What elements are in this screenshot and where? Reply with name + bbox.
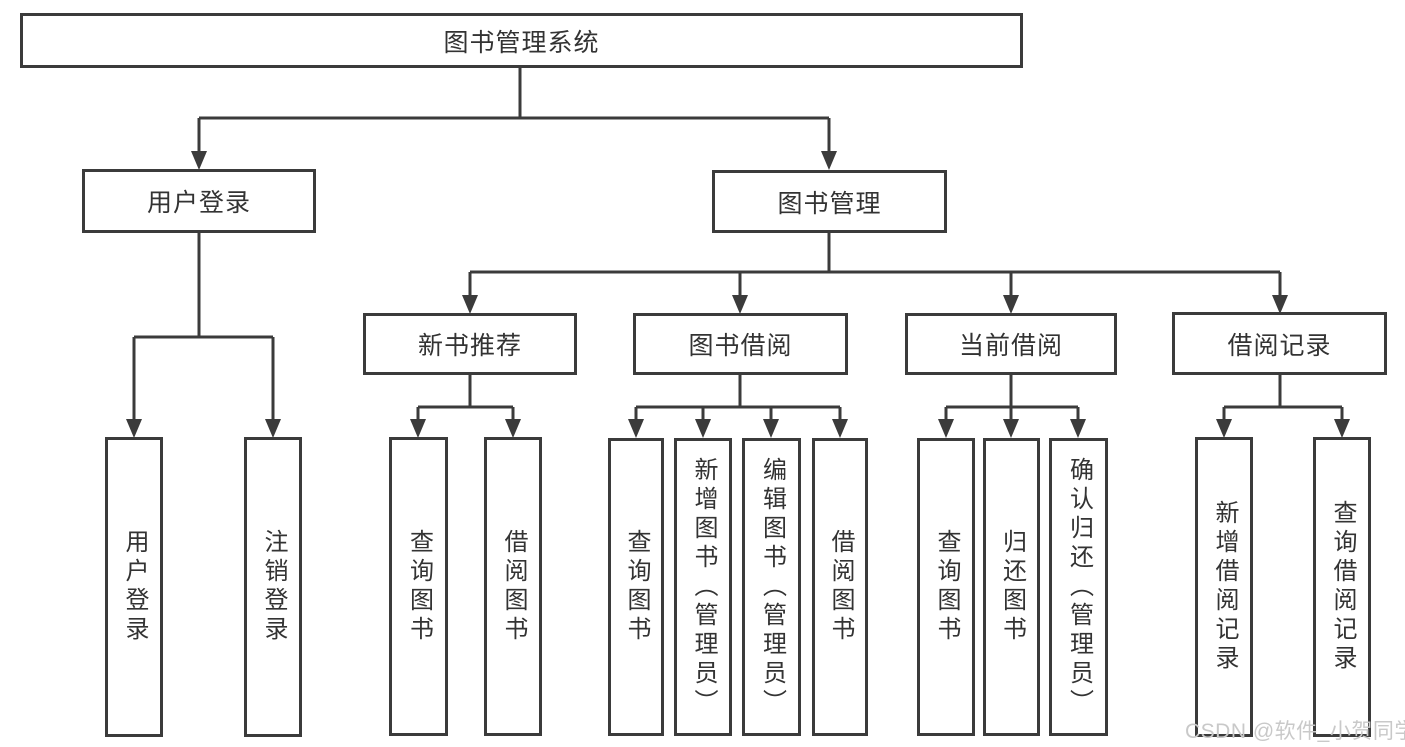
node-borrow-records: 借阅记录: [1172, 312, 1387, 375]
node-book-borrow-label: 图书借阅: [688, 332, 793, 360]
node-new-books: 新书推荐: [363, 313, 577, 375]
node-logout-leaf: 注销登录: [244, 437, 302, 737]
node-bb-query-book-label: 查询图书: [623, 529, 650, 645]
csdn-watermark: CSDN @软件_小贺同学: [1185, 720, 1405, 743]
node-br-add-record: 新增借阅记录: [1195, 437, 1253, 737]
node-bb-query-book: 查询图书: [608, 438, 664, 736]
node-br-query-record: 查询借阅记录: [1313, 437, 1371, 737]
node-nb-query-book: 查询图书: [389, 437, 448, 736]
node-root-label: 图书管理系统: [443, 28, 600, 57]
node-bb-add-book: 新增图书（管理员）: [674, 438, 732, 736]
node-nb-borrow-book-label: 借阅图书: [500, 528, 527, 645]
node-current-borrow-label: 当前借阅: [958, 332, 1063, 360]
node-cb-query-book-label: 查询图书: [933, 529, 960, 645]
node-bb-borrow-book-label: 借阅图书: [827, 529, 854, 645]
node-root: 图书管理系统: [20, 13, 1023, 68]
node-user-login-leaf-label: 用户登录: [121, 529, 148, 645]
edge-lines: [132, 66, 1344, 421]
node-user-login: 用户登录: [82, 169, 316, 233]
node-cb-query-book: 查询图书: [917, 438, 975, 736]
node-cb-confirm-return-label: 确认归还（管理员）: [1065, 456, 1093, 718]
node-book-borrow: 图书借阅: [633, 313, 848, 375]
node-br-query-record-label: 查询借阅记录: [1329, 500, 1356, 674]
node-br-add-record-label: 新增借阅记录: [1211, 500, 1238, 674]
node-nb-borrow-book: 借阅图书: [484, 437, 542, 736]
node-user-login-leaf: 用户登录: [105, 437, 163, 737]
node-bb-borrow-book: 借阅图书: [812, 438, 868, 736]
node-book-mgmt: 图书管理: [712, 170, 947, 233]
node-user-login-label: 用户登录: [146, 189, 251, 217]
node-bb-add-book-label: 新增图书（管理员）: [690, 456, 717, 718]
node-cb-confirm-return: 确认归还（管理员）: [1049, 438, 1108, 736]
node-new-books-label: 新书推荐: [417, 332, 522, 360]
node-nb-query-book-label: 查询图书: [405, 528, 433, 645]
node-cb-return-book: 归还图书: [983, 438, 1040, 736]
node-bb-edit-book: 编辑图书（管理员）: [742, 438, 801, 736]
node-cb-return-book-label: 归还图书: [998, 529, 1026, 645]
node-borrow-records-label: 借阅记录: [1227, 331, 1332, 360]
node-bb-edit-book-label: 编辑图书（管理员）: [758, 456, 786, 718]
node-book-mgmt-label: 图书管理: [777, 189, 882, 218]
node-logout-leaf-label: 注销登录: [260, 529, 287, 645]
node-current-borrow: 当前借阅: [905, 313, 1117, 375]
